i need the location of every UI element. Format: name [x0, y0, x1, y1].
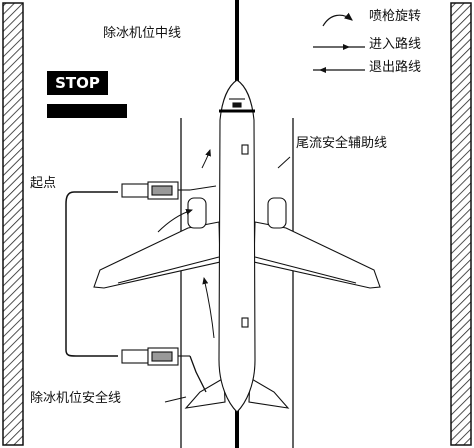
- spray-arrow-3: [202, 277, 215, 339]
- legend-spray-arrow: [322, 12, 353, 27]
- jetblast-label: 尾流安全辅助线: [296, 136, 388, 151]
- entry-route: [65, 191, 118, 357]
- right-engine: [267, 197, 287, 229]
- legend-spray-label: 喷枪旋转: [369, 9, 422, 24]
- legend-enter-label: 进入路线: [369, 37, 422, 52]
- centerline-label: 除冰机位中线: [103, 26, 182, 41]
- deicing-vehicle-bottom: [121, 347, 190, 366]
- deicing-vehicle-top: [121, 181, 190, 200]
- left-wing: [93, 221, 221, 289]
- left-wall: [2, 2, 24, 446]
- spray-arrow-2: [157, 209, 193, 233]
- aircraft: [93, 79, 381, 413]
- fuselage: [218, 79, 256, 413]
- right-wing: [253, 221, 381, 289]
- left-stabilizer: [184, 377, 226, 409]
- right-stabilizer: [248, 377, 290, 409]
- safetyline-label: 除冰机位安全线: [30, 391, 122, 406]
- start-label: 起点: [30, 176, 57, 191]
- left-engine: [187, 197, 207, 229]
- legend-exit-label: 退出路线: [369, 60, 422, 75]
- right-wall: [450, 2, 472, 446]
- stop-sign: STOP: [47, 71, 108, 95]
- spray-arrow-1: [201, 149, 211, 169]
- stop-bar: [47, 104, 127, 118]
